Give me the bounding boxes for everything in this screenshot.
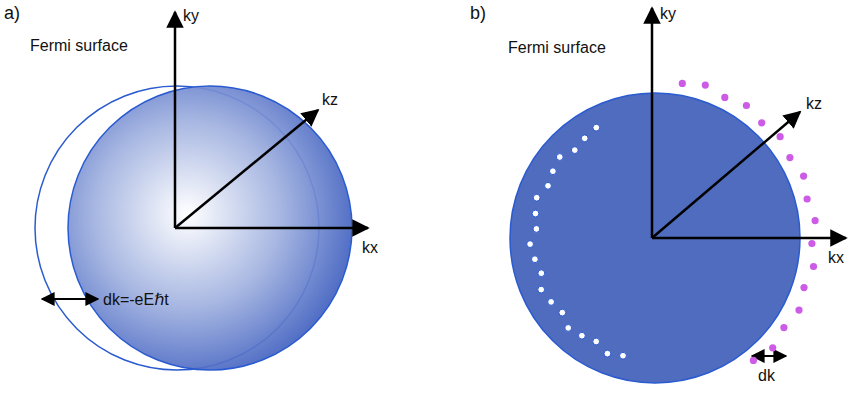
hole-dot — [532, 210, 539, 217]
hole-dot — [545, 182, 552, 189]
electron-dot — [808, 240, 815, 247]
electron-dot — [800, 284, 807, 291]
axis-label: kx — [828, 250, 844, 266]
hole-dot — [593, 338, 600, 345]
panel-label: b) — [470, 4, 486, 22]
kx-axis — [175, 227, 368, 230]
electron-dot — [777, 133, 784, 140]
hole-dot — [550, 168, 557, 175]
kz-axis — [175, 110, 318, 228]
electron-dot — [810, 263, 817, 270]
dk-label: dk=-eEℏt — [103, 292, 169, 308]
hole-dot — [571, 147, 578, 154]
hole-dot — [620, 352, 627, 359]
electron-dot — [743, 102, 750, 109]
electron-dot — [804, 195, 811, 202]
hole-dot — [533, 194, 540, 201]
dk-arrow — [752, 355, 786, 357]
electron-dot — [812, 217, 819, 224]
kz-axis — [652, 112, 800, 238]
hole-dot — [533, 226, 540, 233]
hole-dot — [604, 350, 611, 357]
ky-axis — [174, 12, 177, 228]
hole-dot — [593, 124, 600, 131]
panel-label: a) — [4, 4, 20, 22]
hole-dot — [559, 309, 566, 316]
axis-label: ky — [183, 8, 199, 24]
kx-axis — [652, 237, 846, 240]
electron-dot — [769, 344, 776, 351]
electron-dot — [702, 82, 709, 89]
dk-label: dk — [758, 368, 775, 384]
dk-arrow — [42, 298, 98, 300]
hole-dot — [565, 325, 572, 332]
electron-dot — [758, 119, 765, 126]
hole-dot — [527, 241, 534, 248]
carrier-dots — [527, 80, 819, 364]
electron-dot — [786, 154, 793, 161]
hole-dot — [538, 286, 545, 293]
electron-dot — [679, 80, 686, 87]
surface-label: Fermi surface — [30, 38, 128, 54]
electron-dot — [800, 173, 807, 180]
axis-label: kz — [806, 96, 822, 112]
electron-dot — [750, 357, 757, 364]
hole-dot — [581, 135, 588, 142]
hole-dot — [556, 154, 563, 161]
hole-dot — [579, 332, 586, 339]
electron-dot — [721, 94, 728, 101]
axis-label: ky — [660, 6, 676, 22]
axis-label: kz — [322, 92, 338, 108]
electron-dot — [780, 324, 787, 331]
axis-label: kx — [362, 240, 378, 256]
ky-axis — [651, 8, 654, 238]
hole-dot — [532, 256, 539, 263]
electron-dot — [795, 307, 802, 314]
surface-label: Fermi surface — [508, 40, 606, 56]
hole-dot — [538, 270, 545, 277]
hole-dot — [548, 299, 555, 306]
